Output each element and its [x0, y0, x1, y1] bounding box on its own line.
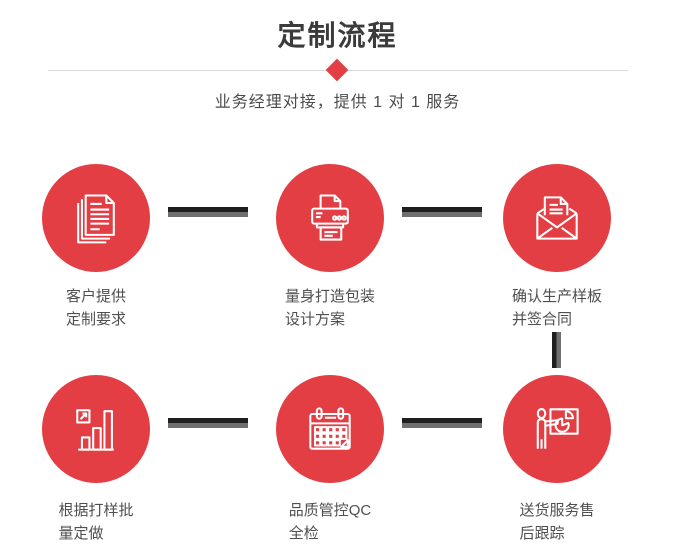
step-label-line: 量身打造包装	[284, 288, 376, 305]
step-label-line: 设计方案	[284, 311, 346, 328]
step-label-line: 客户提供	[65, 288, 127, 305]
step-label-line: 定制要求	[65, 311, 127, 328]
calendar-icon	[309, 407, 351, 450]
step-label-line: 品质管控QC	[288, 502, 372, 519]
step-label-line: 全检	[288, 525, 319, 542]
step-label-line: 并签合同	[511, 311, 573, 328]
step-label-sample-contract: 确认生产样板 并签合同	[512, 285, 602, 331]
step-label-customer-requirements: 客户提供 定制要求	[66, 285, 126, 331]
step-circle-delivery-tracking	[503, 375, 611, 483]
diamond-accent	[325, 58, 349, 82]
step-label-line: 送货服务售	[519, 502, 595, 519]
page-subtitle: 业务经理对接，提供 1 对 1 服务	[214, 94, 461, 111]
step-circle-batch-production	[42, 375, 150, 483]
connector-step1-step2	[168, 207, 248, 217]
presentation-icon	[536, 407, 579, 449]
page-title: 定制流程	[277, 20, 398, 51]
step-label-delivery-tracking: 送货服务售 后跟踪	[519, 499, 594, 545]
bar-chart-icon	[76, 409, 114, 451]
step-label-line: 后跟踪	[519, 525, 565, 542]
connector-step4-step5	[168, 418, 248, 428]
step-circle-packaging-design	[276, 164, 384, 272]
step-label-packaging-design: 量身打造包装 设计方案	[285, 285, 375, 331]
step-label-line: 根据打样批	[58, 502, 134, 519]
step-circle-customer-requirements	[42, 164, 150, 272]
connector-step3-step6	[552, 332, 561, 368]
envelope-icon	[536, 196, 578, 240]
step-circle-sample-contract	[503, 164, 611, 272]
step-circle-quality-control	[276, 375, 384, 483]
printer-icon	[311, 194, 349, 241]
connector-step5-step6	[402, 418, 482, 428]
step-label-quality-control: 品质管控QC 全检	[289, 499, 372, 545]
step-label-line: 确认生产样板	[511, 288, 603, 305]
connector-step2-step3	[402, 207, 482, 217]
step-label-batch-production: 根据打样批 量定做	[58, 499, 133, 545]
step-label-line: 量定做	[58, 525, 104, 542]
documents-icon	[77, 194, 115, 244]
